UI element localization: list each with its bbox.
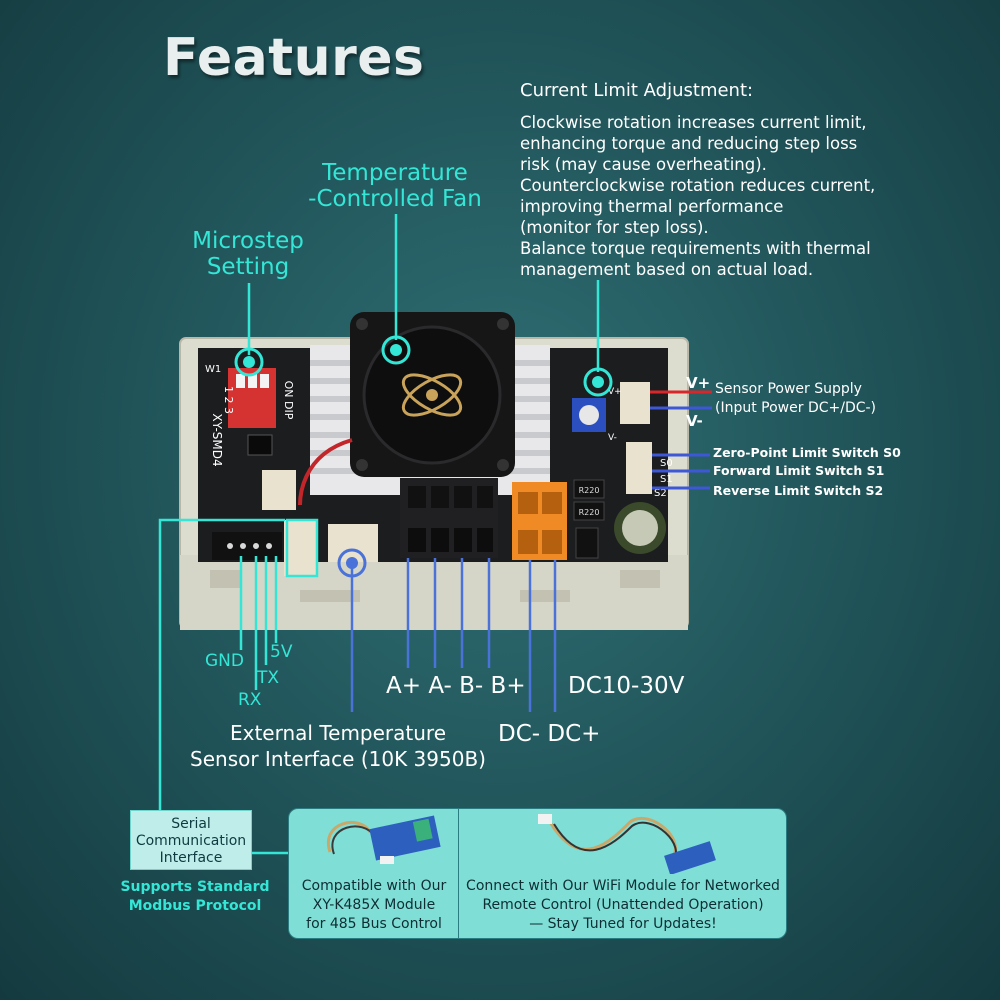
current-line: Clockwise rotation increases current lim… [520, 113, 867, 132]
serial-line3: Interface [159, 850, 223, 866]
page-title: Features [163, 28, 425, 88]
teal-pointer-dots [234, 335, 613, 397]
s0-silk: S0 [660, 458, 673, 469]
microstep-label: Microstep Setting [168, 228, 328, 280]
ic-chip [247, 434, 273, 456]
limit-switch-connector [626, 442, 652, 494]
v-plus-label: V+ [686, 374, 711, 392]
limit-s2-label: Reverse Limit Switch S2 [713, 483, 884, 498]
v-plus-silk: V+ [608, 387, 622, 397]
sensor-power-line2: (Input Power DC+/DC-) [715, 400, 877, 416]
teal-leader-lines [158, 214, 600, 810]
serial-connector [284, 520, 318, 576]
dip-on-silk: ON DIP [282, 381, 295, 420]
sensor-power-connector [620, 382, 650, 424]
current-potentiometer [572, 398, 606, 432]
current-line: enhancing torque and reducing step loss [520, 134, 858, 153]
side-connector [262, 470, 296, 510]
dip-num-silk: 1 2 3 [222, 386, 235, 414]
current-limit-title: Current Limit Adjustment: [520, 80, 754, 101]
cooling-fan [350, 312, 515, 477]
rs485-line2: XY-K485X Module [312, 897, 436, 913]
fan-label-line2: -Controlled Fan [308, 186, 482, 212]
5v-label: 5V [270, 642, 293, 662]
motor-terminal-block [400, 478, 498, 558]
sensor-power-label: Sensor Power Supply (Input Power DC+/DC-… [715, 380, 876, 418]
current-line: Counterclockwise rotation reduces curren… [520, 176, 876, 195]
resistor-code-1: R220 [579, 486, 600, 495]
fan-label: Temperature -Controlled Fan [290, 160, 500, 212]
dc-voltage-label: DC10-30V [568, 673, 685, 699]
gnd-label: GND [205, 651, 244, 671]
rs485-line1: Compatible with Our [301, 878, 447, 894]
limit-s0-label: Zero-Point Limit Switch S0 [713, 445, 901, 460]
external-temp-line1: External Temperature [229, 721, 447, 745]
serial-line2: Communication [135, 833, 247, 849]
power-terminal-block [512, 482, 567, 560]
rs485-line3: for 485 Bus Control [306, 916, 442, 932]
dc-pins-label: DC- DC+ [498, 721, 601, 747]
v-minus-label: V- [686, 412, 703, 430]
microstep-label-line2: Setting [206, 254, 290, 280]
model-silk: XY-SMD4 [210, 413, 224, 466]
wifi-line3: — Stay Tuned for Updates! [529, 916, 717, 932]
s1-silk: S1 [660, 474, 673, 485]
external-temp-line2: Sensor Interface (10K 3950B) [190, 747, 486, 771]
motor-pins-label: A+ A- B- B+ [386, 673, 526, 699]
rs485-module-text: Compatible with Our XY-K485X Module for … [292, 877, 456, 934]
serial-interface-box: Serial Communication Interface [130, 810, 252, 870]
s2-silk: S2 [654, 488, 667, 499]
v-minus-silk: V- [608, 433, 617, 443]
current-line: management based on actual load. [520, 260, 814, 279]
current-line: improving thermal performance [520, 197, 784, 216]
serial-header [212, 532, 282, 560]
modbus-line1: Supports Standard [120, 879, 270, 895]
current-line: Balance torque requirements with thermal [520, 239, 871, 258]
current-line: (monitor for step loss). [520, 218, 709, 237]
blue-pointer-dot [337, 548, 367, 578]
external-temp-label: External Temperature Sensor Interface (1… [188, 720, 488, 772]
resistor-code-2: R220 [579, 508, 600, 517]
rs485-module-image [326, 815, 441, 864]
capacitor [614, 502, 666, 554]
wifi-module-text: Connect with Our WiFi Module for Network… [460, 877, 786, 934]
dip-switch [228, 368, 276, 428]
wifi-module-image [538, 814, 716, 874]
wifi-line2: Remote Control (Unattended Operation) [482, 897, 764, 913]
modbus-label: Supports Standard Modbus Protocol [120, 878, 270, 916]
sensor-power-line1: Sensor Power Supply [715, 381, 862, 397]
temp-sensor-connector [328, 524, 378, 562]
modbus-line2: Modbus Protocol [128, 898, 262, 914]
fan-label-line1: Temperature [322, 160, 468, 186]
rx-label: RX [238, 690, 262, 710]
current-line: risk (may cause overheating). [520, 155, 767, 174]
limit-s1-label: Forward Limit Switch S1 [713, 463, 885, 478]
w1-silk: W1 [205, 364, 221, 375]
module-divider [458, 808, 459, 939]
current-limit-body: Clockwise rotation increases current lim… [520, 112, 920, 280]
microstep-label-line1: Microstep [192, 228, 304, 254]
serial-line1: Serial [171, 816, 211, 832]
blue-leader-lines [350, 558, 557, 712]
wifi-line1: Connect with Our WiFi Module for Network… [466, 878, 780, 894]
tx-label: TX [257, 668, 280, 688]
